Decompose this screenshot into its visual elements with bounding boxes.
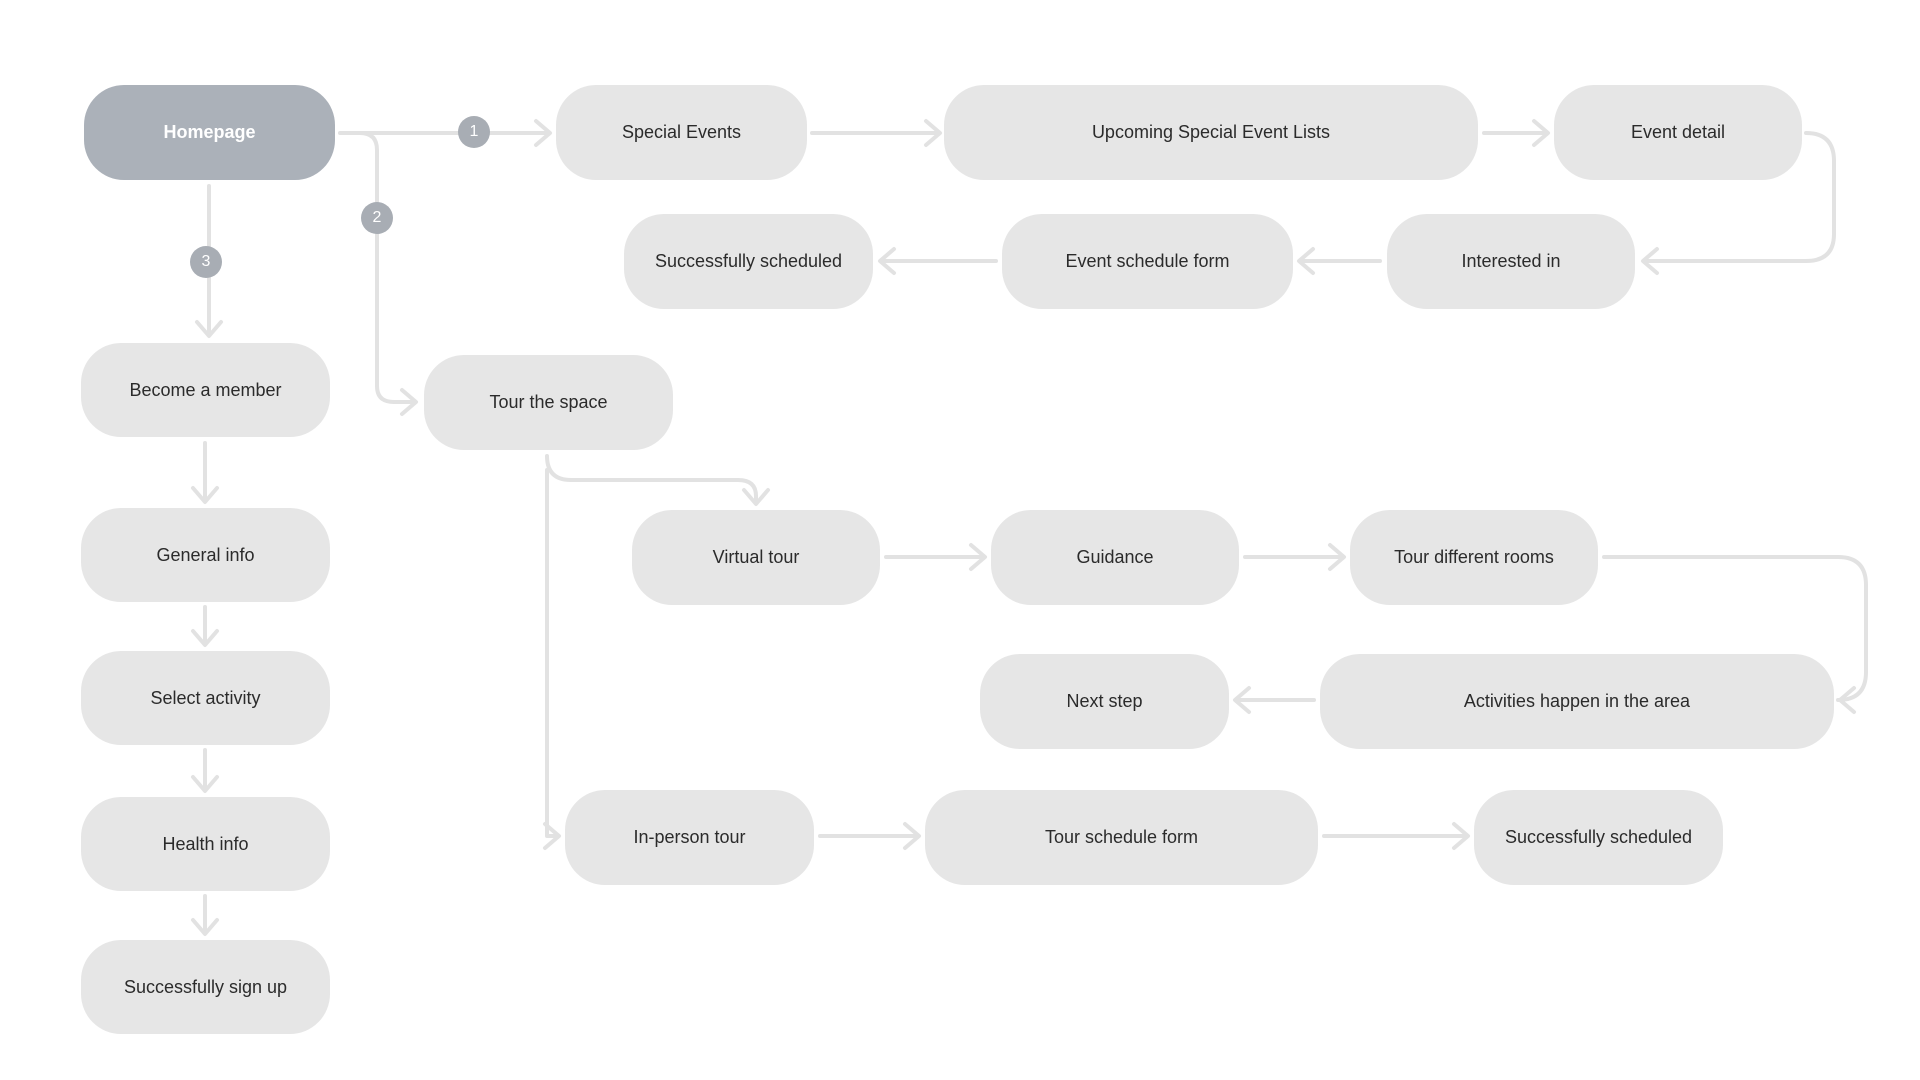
arrowhead (534, 119, 552, 147)
arrowhead (1233, 686, 1251, 714)
arrowhead (191, 918, 219, 936)
arrowhead (1641, 247, 1659, 275)
arrowhead (191, 486, 219, 504)
arrowhead (742, 488, 770, 506)
arrowhead (878, 247, 896, 275)
node-health-info[interactable]: Health info (81, 797, 330, 891)
node-in-person-tour[interactable]: In-person tour (565, 790, 814, 885)
arrowhead (400, 388, 418, 416)
node-tour-different-rooms[interactable]: Tour different rooms (1350, 510, 1598, 605)
node-tour-the-space[interactable]: Tour the space (424, 355, 673, 450)
node-activities-in-area[interactable]: Activities happen in the area (1320, 654, 1834, 749)
arrowhead (1297, 247, 1315, 275)
arrowhead (191, 775, 219, 793)
connector-rooms-to-activities (1602, 555, 1868, 702)
node-event-detail[interactable]: Event detail (1554, 85, 1802, 180)
arrowhead (1452, 822, 1470, 850)
node-select-activity[interactable]: Select activity (81, 651, 330, 745)
node-event-schedule-form[interactable]: Event schedule form (1002, 214, 1293, 309)
arrowhead (903, 822, 921, 850)
node-homepage[interactable]: Homepage (84, 85, 335, 180)
path-badge-2: 2 (361, 202, 393, 234)
node-next-step[interactable]: Next step (980, 654, 1229, 749)
connector-homepage-to-tour-space (358, 131, 416, 404)
node-special-events[interactable]: Special Events (556, 85, 807, 180)
node-tour-successfully-scheduled[interactable]: Successfully scheduled (1474, 790, 1723, 885)
node-tour-schedule-form[interactable]: Tour schedule form (925, 790, 1318, 885)
node-become-a-member[interactable]: Become a member (81, 343, 330, 437)
path-badge-3: 3 (190, 246, 222, 278)
arrowhead (195, 320, 223, 338)
connector-tour-space-to-virtual (545, 454, 758, 504)
node-guidance[interactable]: Guidance (991, 510, 1239, 605)
arrowhead (1838, 686, 1856, 714)
arrowhead (1328, 543, 1346, 571)
connector-event-detail-to-interested (1643, 131, 1836, 263)
node-interested-in[interactable]: Interested in (1387, 214, 1635, 309)
node-event-successfully-scheduled[interactable]: Successfully scheduled (624, 214, 873, 309)
node-virtual-tour[interactable]: Virtual tour (632, 510, 880, 605)
arrowhead (924, 119, 942, 147)
arrowhead (969, 543, 987, 571)
node-successfully-sign-up[interactable]: Successfully sign up (81, 940, 330, 1034)
connector-tour-space-to-inperson (545, 468, 559, 838)
node-upcoming-event-lists[interactable]: Upcoming Special Event Lists (944, 85, 1478, 180)
path-badge-1: 1 (458, 116, 490, 148)
arrowhead (1532, 119, 1550, 147)
arrowhead (543, 822, 561, 850)
node-general-info[interactable]: General info (81, 508, 330, 602)
arrowhead (191, 629, 219, 647)
